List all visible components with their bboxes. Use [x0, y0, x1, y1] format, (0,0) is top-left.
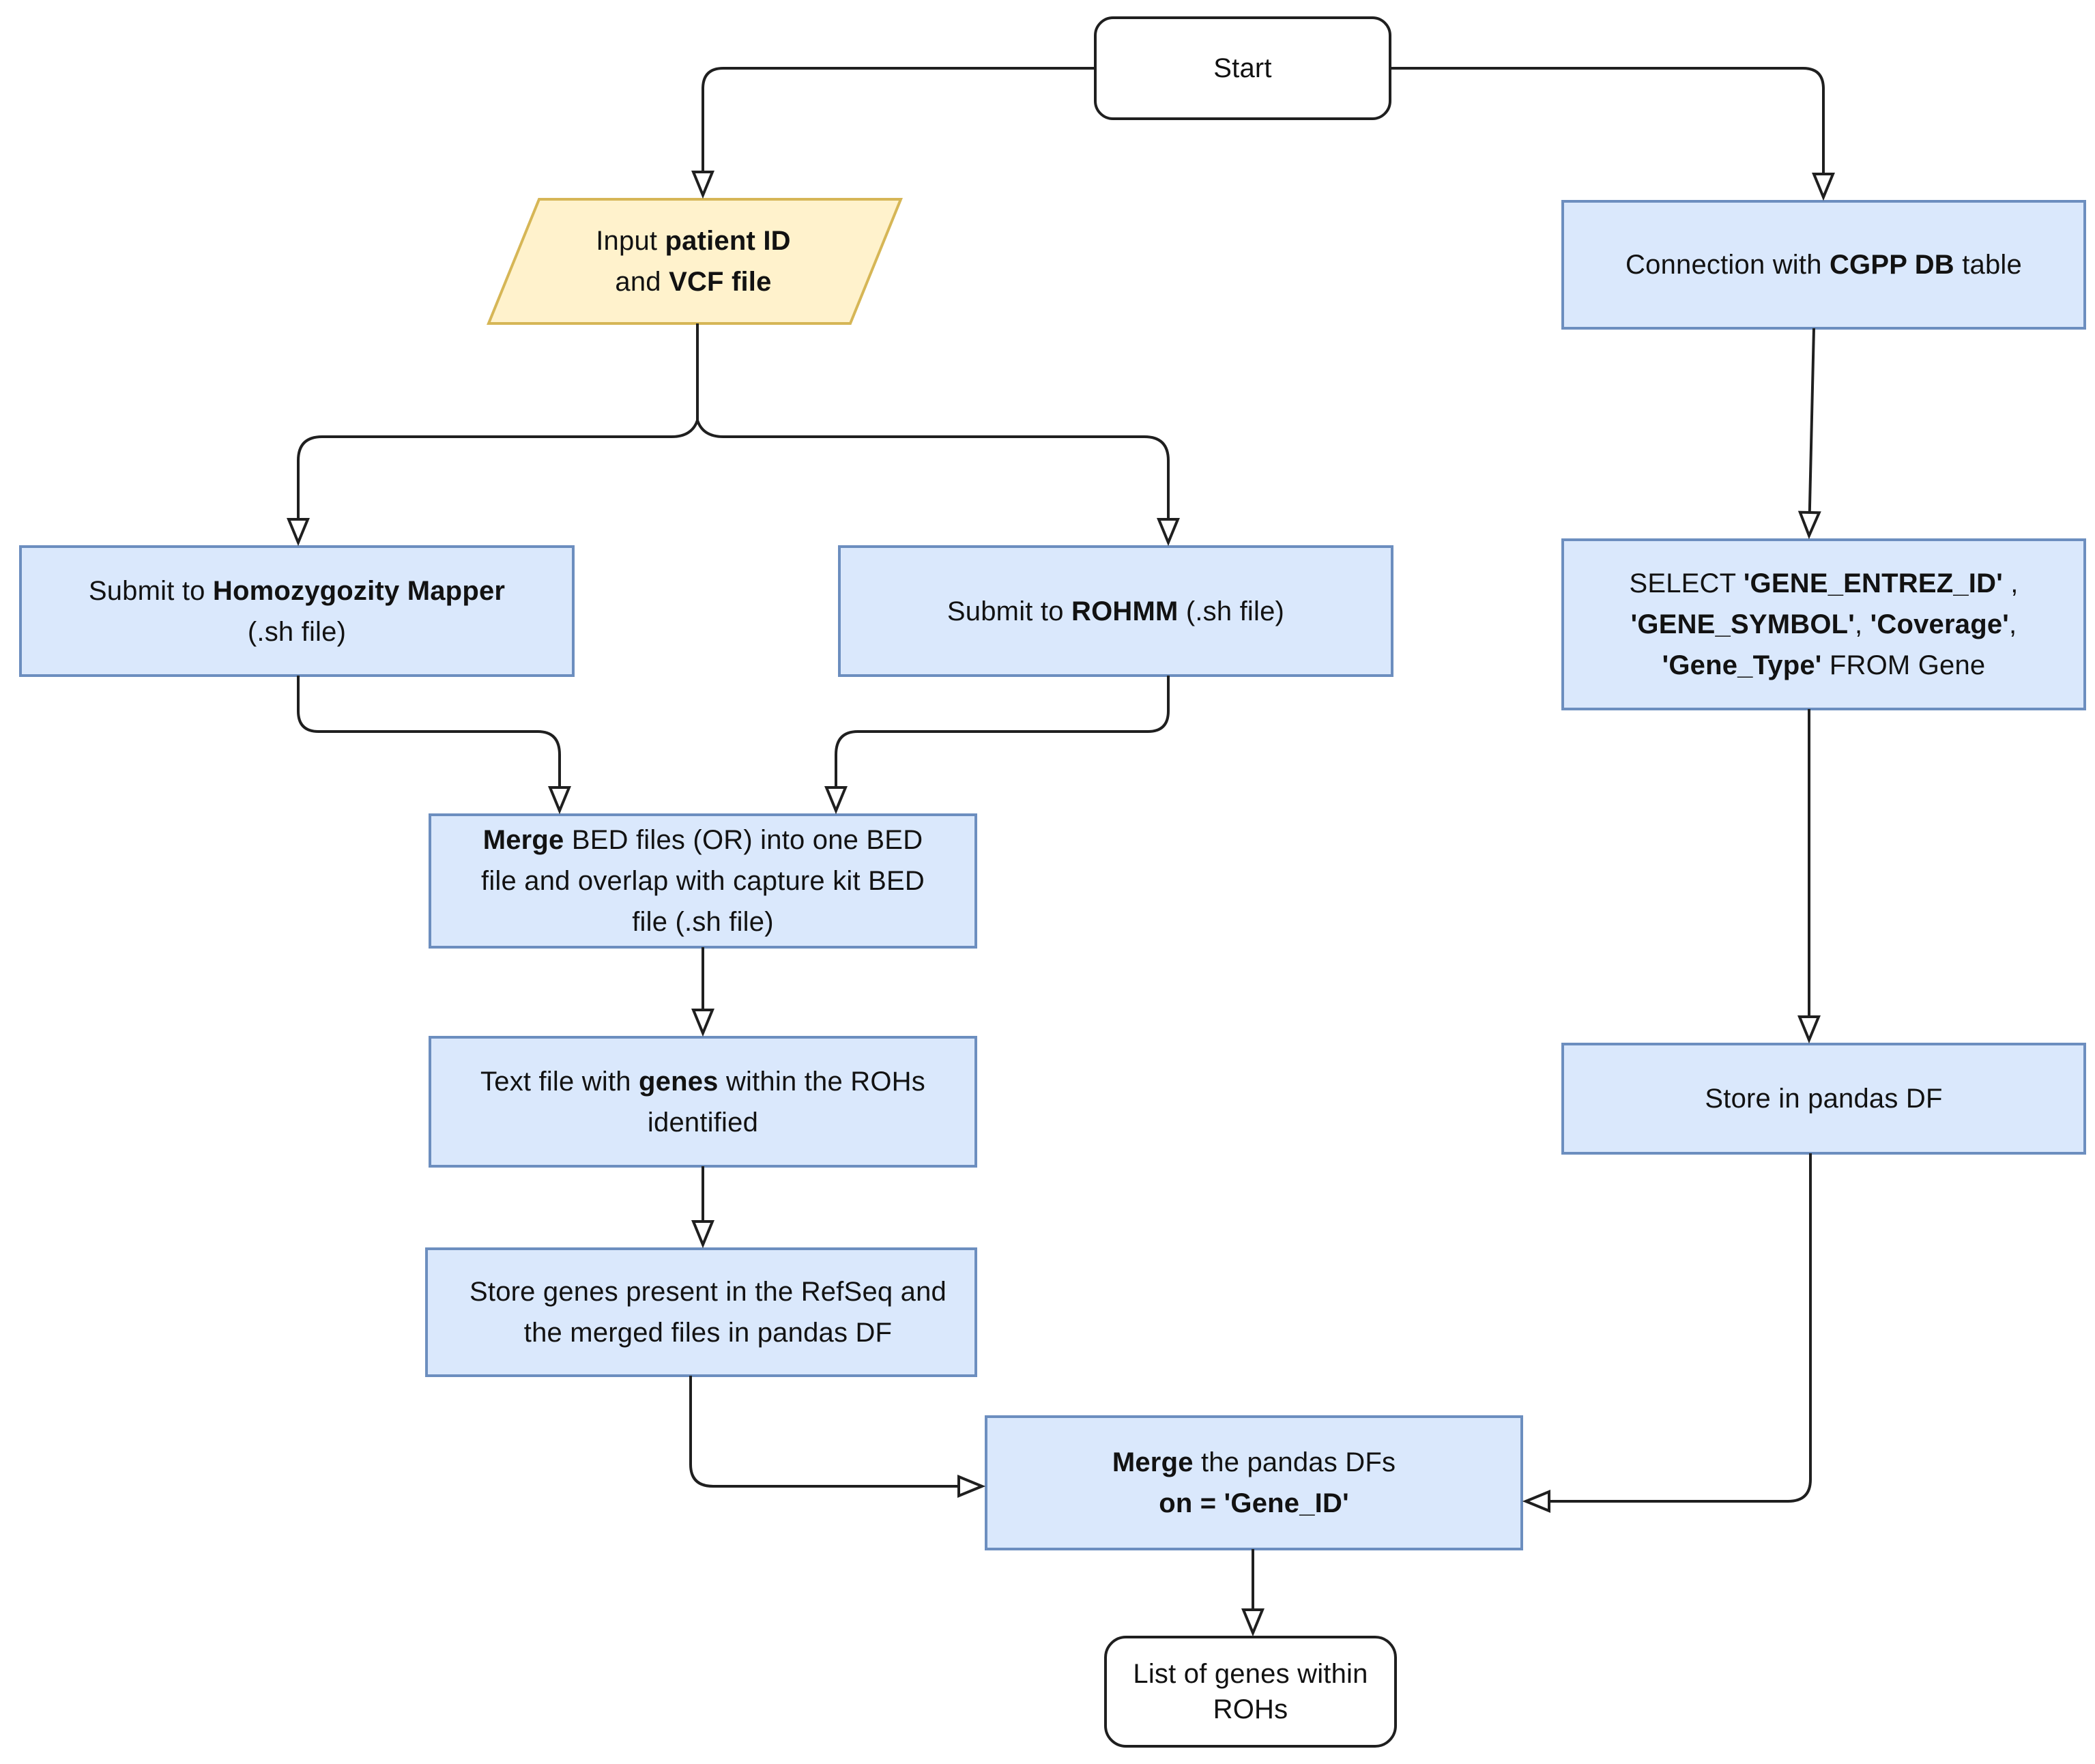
edge-homozygozity-to-mergebed: [297, 676, 571, 815]
text-segment: ,: [2010, 568, 2019, 598]
text-segment: FROM Gene: [1821, 650, 1986, 680]
text-segment: CGPP DB: [1829, 250, 1954, 280]
edge-storegenes-to-mergedfs: [689, 1376, 986, 1498]
node-list-genes-shape: [1104, 1636, 1397, 1748]
edge-start-to-connection: [1390, 67, 1835, 201]
text-segment: Store in pandas DF: [1705, 1084, 1943, 1114]
edge-input-to-homozygozity: [287, 420, 699, 547]
text-segment: Submit to: [88, 575, 213, 606]
node-select-sql-label: SELECT 'GENE_ENTREZ_ID' , 'GENE_SYMBOL',…: [1563, 540, 2085, 709]
text-segment: 'Coverage': [1870, 609, 2009, 639]
text-segment: 'GENE_SYMBOL': [1630, 609, 1855, 639]
node-list-genes-label: List of genes within ROHs: [1106, 1637, 1396, 1746]
text-segment: Merge: [482, 825, 564, 855]
node-merge-dfs-label: Merge the pandas DFs on = 'Gene_ID': [986, 1417, 1522, 1549]
edge-rohmm-to-mergebed: [824, 676, 1170, 815]
node-store-pandas-shape: [1561, 1043, 2086, 1155]
node-submit-homozygozity-shape: [19, 545, 575, 677]
node-select-sql-shape: [1561, 538, 2086, 710]
edge-storepandas-to-mergedfs: [1522, 1153, 1812, 1513]
node-input-patient-shape: [487, 198, 903, 325]
node-text-file-genes-label: Text file with genes within the ROHs ide…: [437, 1037, 969, 1166]
node-merge-dfs-shape: [985, 1415, 1523, 1550]
node-input-patient-label: Input patient ID and VCF file: [516, 199, 871, 323]
text-segment: Homozygozity Mapper: [212, 575, 506, 606]
node-store-genes-label: Store genes present in the RefSeq and th…: [433, 1249, 983, 1376]
text-segment: ,: [2008, 609, 2017, 639]
node-connection-db-shape: [1561, 200, 2086, 330]
text-segment: Start: [1213, 53, 1272, 83]
text-segment: SELECT: [1629, 568, 1744, 598]
text-segment: Merge: [1112, 1447, 1194, 1477]
node-store-genes-shape: [425, 1247, 977, 1377]
text-segment: ,: [1855, 609, 1870, 639]
text-segment: Input: [596, 226, 665, 256]
edge-input-to-rohmm: [696, 420, 1180, 547]
text-segment: within the ROHs identified: [647, 1066, 925, 1138]
text-segment: BED files (OR) into one BED file and ove…: [481, 825, 925, 937]
text-segment: ROHMM: [1071, 596, 1179, 626]
edge-connection-to-select: [1797, 328, 1821, 540]
node-submit-rohmm-label: Submit to ROHMM (.sh file): [839, 547, 1392, 676]
text-segment: List of genes within ROHs: [1133, 1659, 1368, 1724]
text-segment: Text file with: [480, 1066, 639, 1097]
node-merge-bed-shape: [429, 813, 977, 949]
text-segment: on = 'Gene_ID': [1159, 1488, 1349, 1518]
node-submit-rohmm-shape: [838, 545, 1393, 677]
text-segment: VCF file: [669, 267, 772, 297]
text-segment: patient ID: [665, 226, 791, 256]
text-segment: (.sh file): [1178, 596, 1285, 626]
node-store-pandas-label: Store in pandas DF: [1563, 1044, 2085, 1153]
text-segment: table: [1954, 250, 2022, 280]
text-segment: (.sh file): [247, 616, 347, 647]
text-segment: Store genes present in the RefSeq and th…: [469, 1277, 947, 1348]
text-segment: and: [615, 267, 661, 297]
node-start-label: Start: [1095, 18, 1390, 119]
node-connection-db-label: Connection with CGPP DB table: [1563, 201, 2085, 328]
text-segment: 'GENE_ENTREZ_ID': [1743, 568, 2003, 598]
text-segment: 'Gene_Type': [1662, 650, 1822, 680]
text-segment: the pandas DFs: [1200, 1447, 1396, 1477]
edge-start-to-input: [691, 67, 1095, 199]
node-submit-homozygozity-label: Submit to Homozygozity Mapper (.sh file): [20, 547, 573, 676]
node-merge-bed-label: Merge BED files (OR) into one BED file a…: [437, 815, 969, 947]
text-segment: genes: [639, 1066, 719, 1097]
text-segment: Submit to: [947, 596, 1071, 626]
text-segment: Connection with: [1626, 250, 1830, 280]
